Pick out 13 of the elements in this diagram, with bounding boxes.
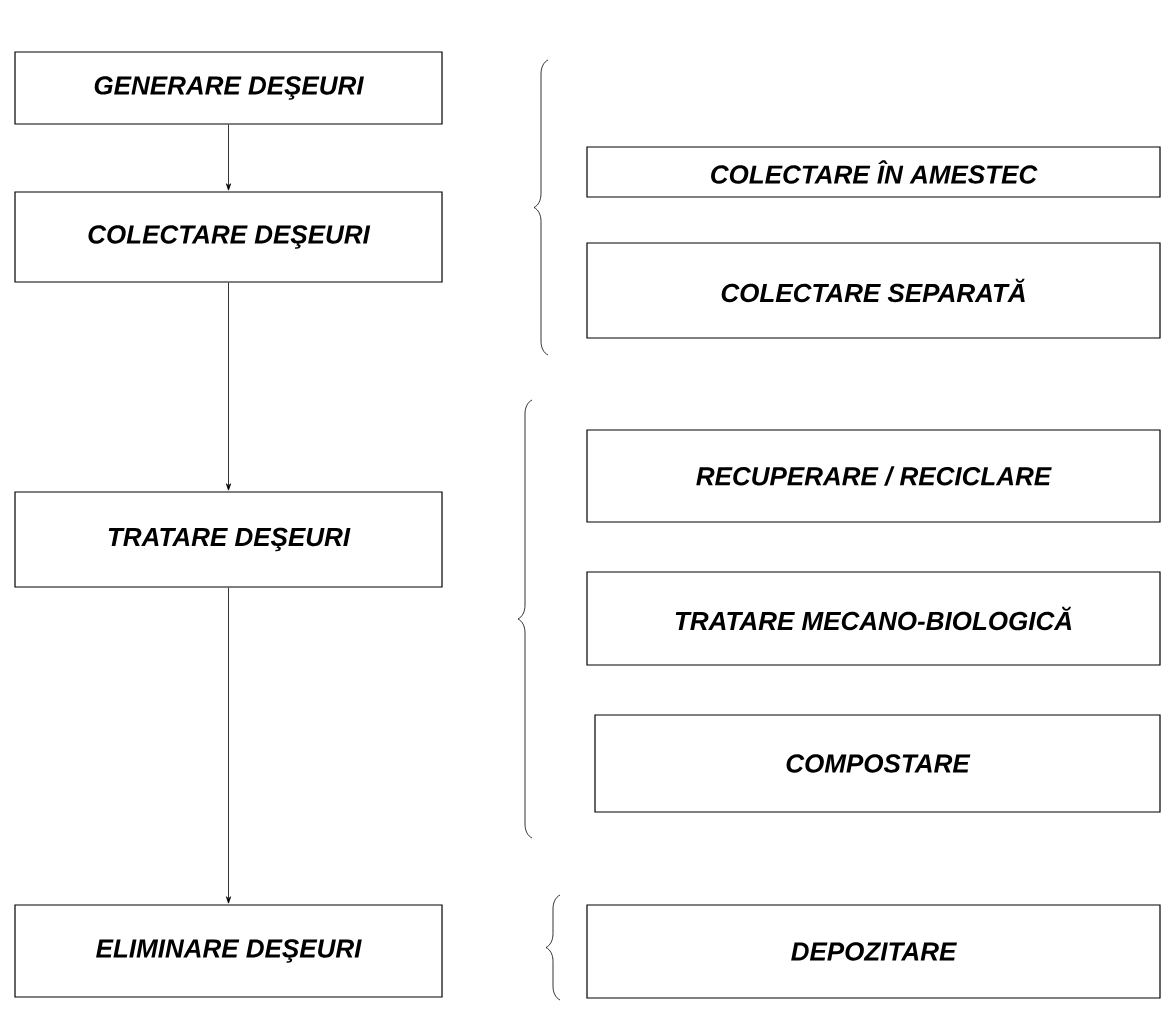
process-box: GENERARE DEŞEURI xyxy=(14,51,443,125)
process-box: COLECTARE SEPARATĂ xyxy=(586,242,1161,339)
arrow xyxy=(226,124,232,191)
process-box: COLECTARE ÎN AMESTEC xyxy=(586,146,1161,198)
process-box: RECUPERARE / RECICLARE xyxy=(586,429,1161,523)
process-box: COLECTARE DEŞEURI xyxy=(14,191,443,283)
process-box: TRATARE DEŞEURI xyxy=(14,491,443,588)
process-box: DEPOZITARE xyxy=(586,904,1161,999)
process-box: TRATARE MECANO-BIOLOGICĂ xyxy=(586,571,1161,666)
process-box: COMPOSTARE xyxy=(594,714,1161,813)
process-box: ELIMINARE DEŞEURI xyxy=(14,904,443,998)
arrow xyxy=(226,282,232,491)
arrow xyxy=(226,587,232,904)
